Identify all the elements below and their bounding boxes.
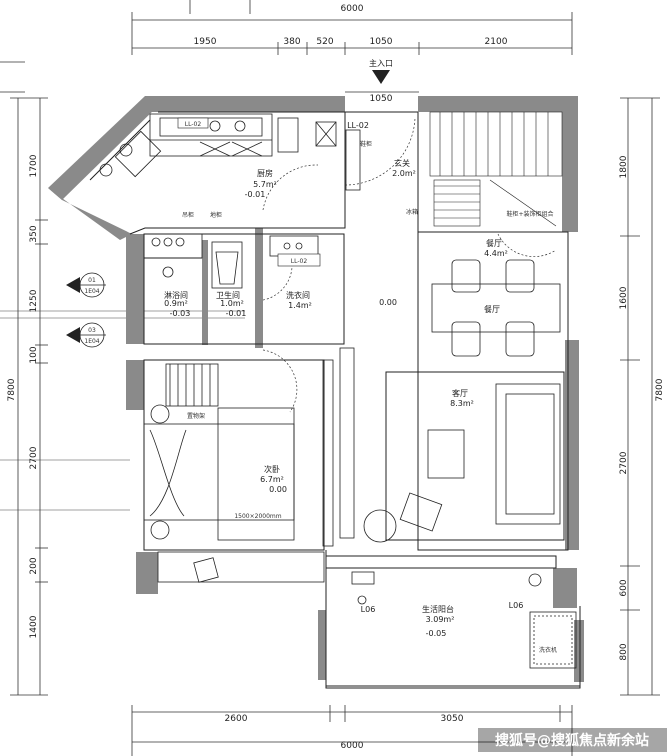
room-bedroom-area: 6.7m² (260, 475, 284, 484)
living-furniture (322, 347, 561, 547)
door-swings (262, 117, 557, 413)
tag-ll02-bath: LL-02 (291, 258, 308, 265)
top-dim-4: 1050 (370, 37, 393, 47)
elev-marker-1-ref: 1E04 (84, 288, 99, 295)
top-dim-5: 2100 (485, 37, 508, 47)
right-dim-2: 1600 (619, 286, 629, 309)
elev-marker-2-num: 03 (88, 327, 96, 334)
floor-level-label: 0.00 (379, 298, 397, 307)
room-entry-name: 玄关 (394, 158, 410, 168)
top-dim-1: 1950 (194, 37, 217, 47)
elevation-marker-03: 03 1E04 (66, 322, 106, 348)
balcony-fixtures (351, 571, 577, 669)
room-entry-area: 2.0m² (392, 169, 416, 178)
top-total-dim: 6000 (341, 4, 364, 14)
left-dim-4: 100 (29, 346, 39, 363)
room-shower-elev: -0.03 (170, 309, 191, 318)
left-dim-7: 1400 (29, 615, 39, 638)
bedroom-furniture (143, 363, 325, 583)
room-dining-label-2: 餐厅 (484, 305, 500, 314)
left-dim-3: 1250 (29, 289, 39, 312)
bottom-dimension-group (131, 705, 573, 756)
note-fridge: 冰箱 (406, 208, 418, 216)
outlines (89, 111, 581, 689)
walls (48, 96, 584, 682)
tag-ll02-entry: LL-02 (347, 121, 369, 130)
room-kitchen-elev: -0.01 (245, 190, 266, 199)
bottom-total-dim: 6000 (341, 741, 364, 751)
top-dim-3: 520 (316, 37, 333, 47)
kitchen-fixtures (99, 113, 361, 191)
note-shelf: 置物架 (187, 412, 205, 420)
left-total-dim: 7800 (7, 378, 17, 401)
tag-l06-right: L06 (509, 601, 524, 610)
left-dim-2: 350 (29, 225, 39, 242)
bottom-dim-1: 2600 (225, 714, 248, 724)
elev-marker-2-ref: 1E04 (84, 338, 99, 345)
right-dim-3: 2700 (619, 451, 629, 474)
top-dim-2: 380 (283, 37, 300, 47)
room-shower-area: 0.9m² (164, 299, 188, 308)
room-toilet-elev: -0.01 (226, 309, 247, 318)
tag-l06-left: L06 (361, 605, 376, 614)
room-laundry-name: 洗衣间 (286, 290, 310, 300)
room-balcony-elev: -0.05 (426, 629, 447, 638)
room-living-area: 8.3m² (450, 399, 474, 408)
left-dimension-group (0, 61, 48, 696)
entrance-width-dim: 1050 (370, 94, 393, 104)
dining-furniture (431, 259, 561, 357)
room-toilet-area: 1.0m² (220, 299, 244, 308)
top-dimension-group (131, 0, 573, 55)
room-balcony-area: 3.09m² (426, 615, 455, 624)
room-shower-name: 淋浴间 (164, 290, 188, 300)
bath-fixtures (143, 233, 319, 289)
room-dining-name: 餐厅 (486, 239, 502, 248)
tag-ll02-kitchen: LL-02 (185, 121, 202, 128)
left-dim-1: 1700 (29, 154, 39, 177)
watermark-text: 搜狐号@搜狐焦点新余站 (495, 732, 649, 749)
right-total-dim: 7800 (655, 378, 665, 401)
room-laundry-area: 1.4m² (288, 301, 312, 310)
bed-size-note: 1500×2000mm (234, 513, 281, 520)
entrance-label: 主入口 (369, 58, 393, 68)
right-dim-1: 1800 (619, 155, 629, 178)
stair-hatching (429, 111, 563, 227)
right-dim-4: 600 (619, 579, 629, 596)
note-base-cabinet: 地柜 (210, 211, 222, 219)
bottom-dim-2: 3050 (441, 714, 464, 724)
note-shoe-cabinet: 鞋柜 (360, 140, 372, 148)
room-bedroom-elev: 0.00 (269, 485, 287, 494)
left-dim-5: 2700 (29, 446, 39, 469)
room-living-name: 客厅 (452, 388, 468, 398)
note-ceiling-cabinet: 吊柜 (182, 211, 194, 219)
room-dining-area: 4.4m² (484, 249, 508, 258)
entrance-arrow-icon (372, 70, 390, 84)
right-dim-5: 800 (619, 643, 629, 660)
room-bedroom-name: 次卧 (264, 464, 280, 474)
elevation-marker-01: 01 1E04 (66, 272, 106, 298)
note-washer: 洗衣机 (539, 646, 557, 654)
room-balcony-name: 生活阳台 (422, 604, 454, 614)
elev-marker-1-num: 01 (88, 277, 96, 284)
left-dim-6: 200 (29, 557, 39, 574)
room-kitchen-area: 5.7m² (253, 180, 277, 189)
right-dimension-group (620, 97, 660, 696)
note-cabinet-combo: 鞋柜+装饰柜组合 (506, 210, 553, 218)
room-toilet-name: 卫生间 (216, 290, 240, 300)
room-kitchen-name: 厨房 (257, 168, 273, 178)
